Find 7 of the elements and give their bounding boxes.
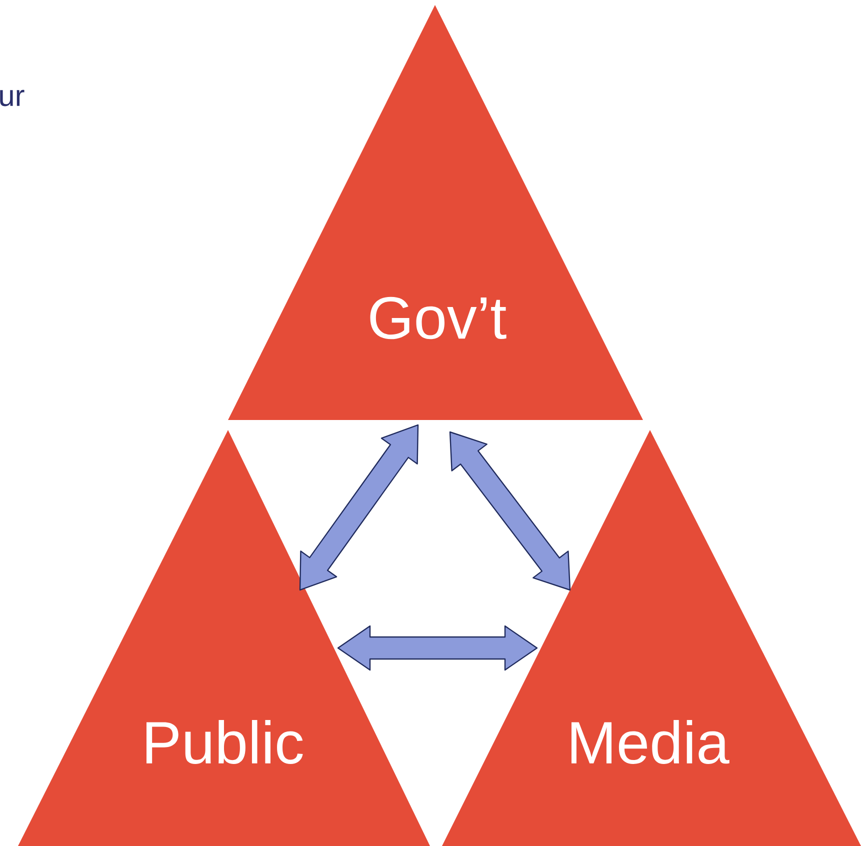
double-arrow (449, 431, 571, 591)
triangle: Public (18, 430, 430, 846)
double-arrow (337, 625, 538, 671)
triangle: Gov’t (228, 5, 643, 420)
double-arrow (299, 424, 419, 591)
label: ur (0, 90, 24, 106)
triangle: Media (442, 430, 861, 846)
